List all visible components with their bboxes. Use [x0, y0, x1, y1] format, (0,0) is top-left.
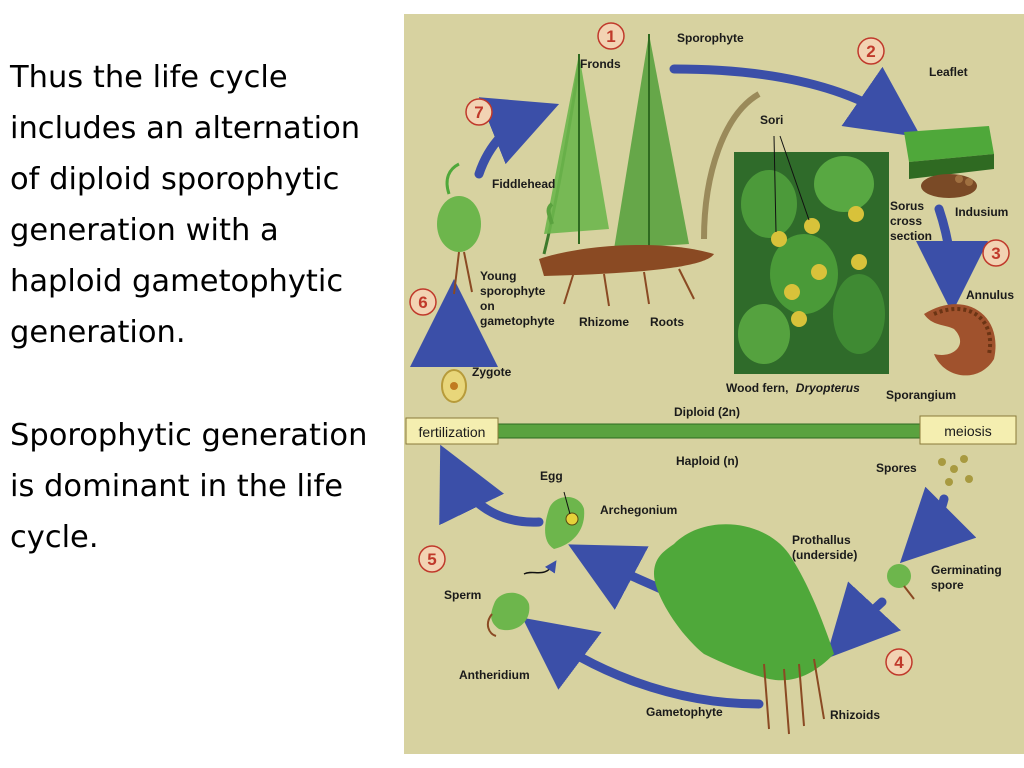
- prothallus-illustration: [654, 524, 834, 735]
- leaflet-illustration: [904, 126, 994, 198]
- label-wood-fern-prefix: Wood fern,: [726, 381, 788, 395]
- step-number-5: 5: [427, 550, 436, 569]
- label-spores: Spores: [876, 461, 917, 475]
- label-sorus-3: section: [890, 229, 932, 243]
- label-sorus-1: Sorus: [890, 199, 924, 213]
- label-germinating-1: Germinating: [931, 563, 1002, 577]
- label-rhizome: Rhizome: [579, 315, 629, 329]
- label-indusium: Indusium: [955, 205, 1008, 219]
- arrow-archegonium-to-fertilization: [439, 444, 544, 527]
- step-circle-7: [465, 98, 493, 126]
- paragraph-alternation: Thus the life cycle includes an alternat…: [10, 60, 361, 350]
- label-leaflet: Leaflet: [929, 65, 968, 79]
- step-circle-6: [409, 288, 437, 316]
- arrow-germinating-to-prothallus: [825, 581, 901, 659]
- label-meiosis: meiosis: [944, 423, 991, 439]
- germinating-spore-illustration: [887, 564, 915, 600]
- label-prothallus-1: Prothallus: [792, 533, 851, 547]
- label-sperm: Sperm: [444, 588, 481, 602]
- young-sporophyte-illustration: [437, 162, 481, 295]
- meiosis-box: [919, 415, 1017, 445]
- step-circles: 1 2 3 4 5 6 7: [409, 22, 1010, 676]
- label-fiddlehead: Fiddlehead: [492, 177, 555, 191]
- label-roots: Roots: [650, 315, 684, 329]
- label-sorus-2: cross: [890, 214, 922, 228]
- label-fronds: Fronds: [580, 57, 621, 71]
- spores-illustration: [938, 455, 973, 486]
- fertilization-box: [405, 417, 499, 445]
- step-number-3: 3: [991, 244, 1000, 263]
- label-rhizoids: Rhizoids: [830, 708, 880, 722]
- step-number-2: 2: [866, 42, 875, 61]
- label-young-2: sporophyte: [480, 284, 546, 298]
- fern-life-cycle-diagram: 1 2 3 4 5 6 7 Sporophyte Fronds Leaflet …: [404, 14, 1024, 754]
- step-number-7: 7: [474, 103, 483, 122]
- step-number-1: 1: [606, 27, 615, 46]
- label-antheridium: Antheridium: [459, 668, 530, 682]
- arrow-gametophyte-to-antheridium: [522, 617, 764, 709]
- arrow-sporophyte-to-leaflet: [669, 64, 922, 138]
- arrow-young-to-sporophyte: [474, 97, 560, 179]
- step-circle-1: [597, 22, 625, 50]
- step-circle-3: [982, 239, 1010, 267]
- label-germinating-2: spore: [931, 578, 964, 592]
- diagram-labels: Sporophyte Fronds Leaflet Sori Fiddlehea…: [419, 31, 1015, 722]
- ploidy-band: [405, 415, 1017, 445]
- sporophyte-plant: [539, 34, 761, 307]
- zygote-illustration: [441, 369, 467, 403]
- label-young-3: on: [480, 299, 495, 313]
- step-circle-4: [885, 648, 913, 676]
- label-wood-fern-genus: Dryopterus: [796, 381, 860, 395]
- step-circle-2: [857, 37, 885, 65]
- step-number-4: 4: [894, 653, 904, 672]
- arrow-leaflet-to-sporangium: [915, 204, 988, 313]
- label-egg: Egg: [540, 469, 563, 483]
- label-diploid: Diploid (2n): [674, 405, 740, 419]
- rhizome-shape: [539, 244, 714, 276]
- step-circle-5: [418, 545, 446, 573]
- arrow-spores-to-germinating: [899, 486, 977, 564]
- label-prothallus-2: (underside): [792, 548, 857, 562]
- label-gametophyte: Gametophyte: [646, 705, 723, 719]
- label-sporophyte: Sporophyte: [677, 31, 744, 45]
- sporangium-illustration: [924, 304, 996, 376]
- label-sporangium: Sporangium: [886, 388, 956, 402]
- paragraph-dominance: Sporophytic generation is dominant in th…: [10, 418, 368, 555]
- label-haploid: Haploid (n): [676, 454, 739, 468]
- label-zygote: Zygote: [472, 365, 512, 379]
- label-young-1: Young: [480, 269, 516, 283]
- label-wood-fern: Wood fern, Dryopterus: [726, 381, 860, 395]
- step-number-6: 6: [418, 293, 427, 312]
- label-fertilization: fertilization: [419, 424, 486, 440]
- label-young-4: gametophyte: [480, 314, 555, 328]
- label-annulus: Annulus: [966, 288, 1014, 302]
- wood-fern-photo: [734, 135, 889, 374]
- archegonium-illustration: [545, 491, 585, 549]
- label-archegonium: Archegonium: [600, 503, 677, 517]
- slide-text: Thus the life cycle includes an alternat…: [10, 52, 395, 563]
- label-sori: Sori: [760, 113, 783, 127]
- antheridium-illustration: [486, 560, 557, 637]
